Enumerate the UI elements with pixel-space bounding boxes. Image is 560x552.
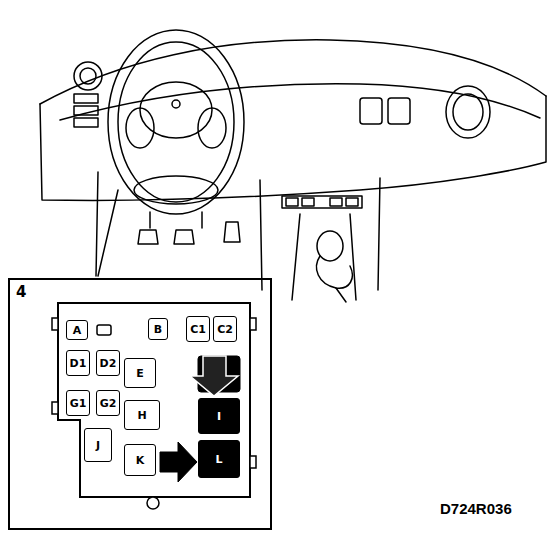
relay-position: G1 xyxy=(66,390,90,416)
dash-edge xyxy=(60,84,540,120)
right-vent xyxy=(446,86,490,138)
relay-position: C1 xyxy=(186,316,210,342)
relay-letter: A xyxy=(73,325,82,336)
relay-letter: I xyxy=(217,411,221,422)
small-fuse xyxy=(97,325,111,335)
steering-hub xyxy=(140,82,212,138)
relay-position: D1 xyxy=(66,350,90,376)
hand-arm xyxy=(336,288,346,302)
relay-position: I xyxy=(198,398,240,434)
steering-column xyxy=(150,212,202,228)
steering-wheel-inner xyxy=(118,42,234,202)
relay-position: J xyxy=(84,428,112,462)
steering-wheel xyxy=(108,30,244,214)
leader-line xyxy=(96,172,118,276)
dash-front xyxy=(40,96,546,201)
figure-code: D724R036 xyxy=(440,500,512,517)
callout-number: 4 xyxy=(16,285,26,300)
console-button xyxy=(302,198,314,206)
left-vent xyxy=(74,62,102,90)
box-tab xyxy=(52,318,58,330)
pedal xyxy=(224,222,240,242)
left-vent-inner xyxy=(80,68,96,84)
wheel-bottom xyxy=(134,176,218,204)
switch xyxy=(74,106,98,115)
center-vent xyxy=(388,98,410,124)
relay-position: G2 xyxy=(96,390,120,416)
relay-letter: D2 xyxy=(100,358,117,369)
console-tunnel xyxy=(292,214,356,300)
gear-knob xyxy=(317,231,343,261)
center-vent xyxy=(360,98,382,124)
relay-letter: L xyxy=(215,454,222,465)
hub-logo xyxy=(172,100,180,108)
dashboard-outline xyxy=(40,30,546,302)
relay-position: B xyxy=(148,318,168,340)
console-sides xyxy=(260,178,380,290)
pedal xyxy=(174,230,194,244)
relay-letter: C1 xyxy=(190,324,206,335)
hand xyxy=(317,256,353,288)
fuse-box xyxy=(52,303,256,509)
right-vent-inner xyxy=(453,94,483,130)
relay-letter: C2 xyxy=(217,324,233,335)
inset-frame: 4A B C1 C2D1 D2E G1 G2H I J K L xyxy=(8,278,272,530)
relay-letter: D1 xyxy=(70,358,87,369)
box-tab xyxy=(250,456,256,468)
switch xyxy=(74,94,98,103)
pointer-arrow xyxy=(160,442,197,482)
relay-letter: H xyxy=(137,410,146,421)
relay-position: H xyxy=(124,400,160,430)
relay-letter: K xyxy=(136,455,145,466)
relay-letter: G2 xyxy=(100,398,117,409)
relay-position: L xyxy=(198,440,240,478)
pedal xyxy=(138,230,158,244)
relay-letter: G1 xyxy=(70,398,87,409)
relay-letter: B xyxy=(154,324,162,335)
console-panel xyxy=(282,196,362,208)
mounting-lug xyxy=(147,497,159,509)
relay-position: A xyxy=(66,320,88,340)
relay-position: C2 xyxy=(213,316,237,342)
switch xyxy=(74,118,98,127)
wheel-spoke xyxy=(126,108,154,148)
console-button xyxy=(286,198,298,206)
box-tab xyxy=(52,402,58,414)
wheel-spoke xyxy=(198,108,226,148)
pointer-arrow xyxy=(190,356,238,396)
relay-box-outline xyxy=(58,303,250,497)
relay-position: D2 xyxy=(96,350,120,376)
relay-position: E xyxy=(124,358,156,388)
console-button xyxy=(330,198,342,206)
relay-letter: E xyxy=(136,368,144,379)
box-tab xyxy=(250,318,256,330)
relay-letter: J xyxy=(96,440,100,451)
console-button xyxy=(346,198,358,206)
relay-position: K xyxy=(124,444,156,476)
